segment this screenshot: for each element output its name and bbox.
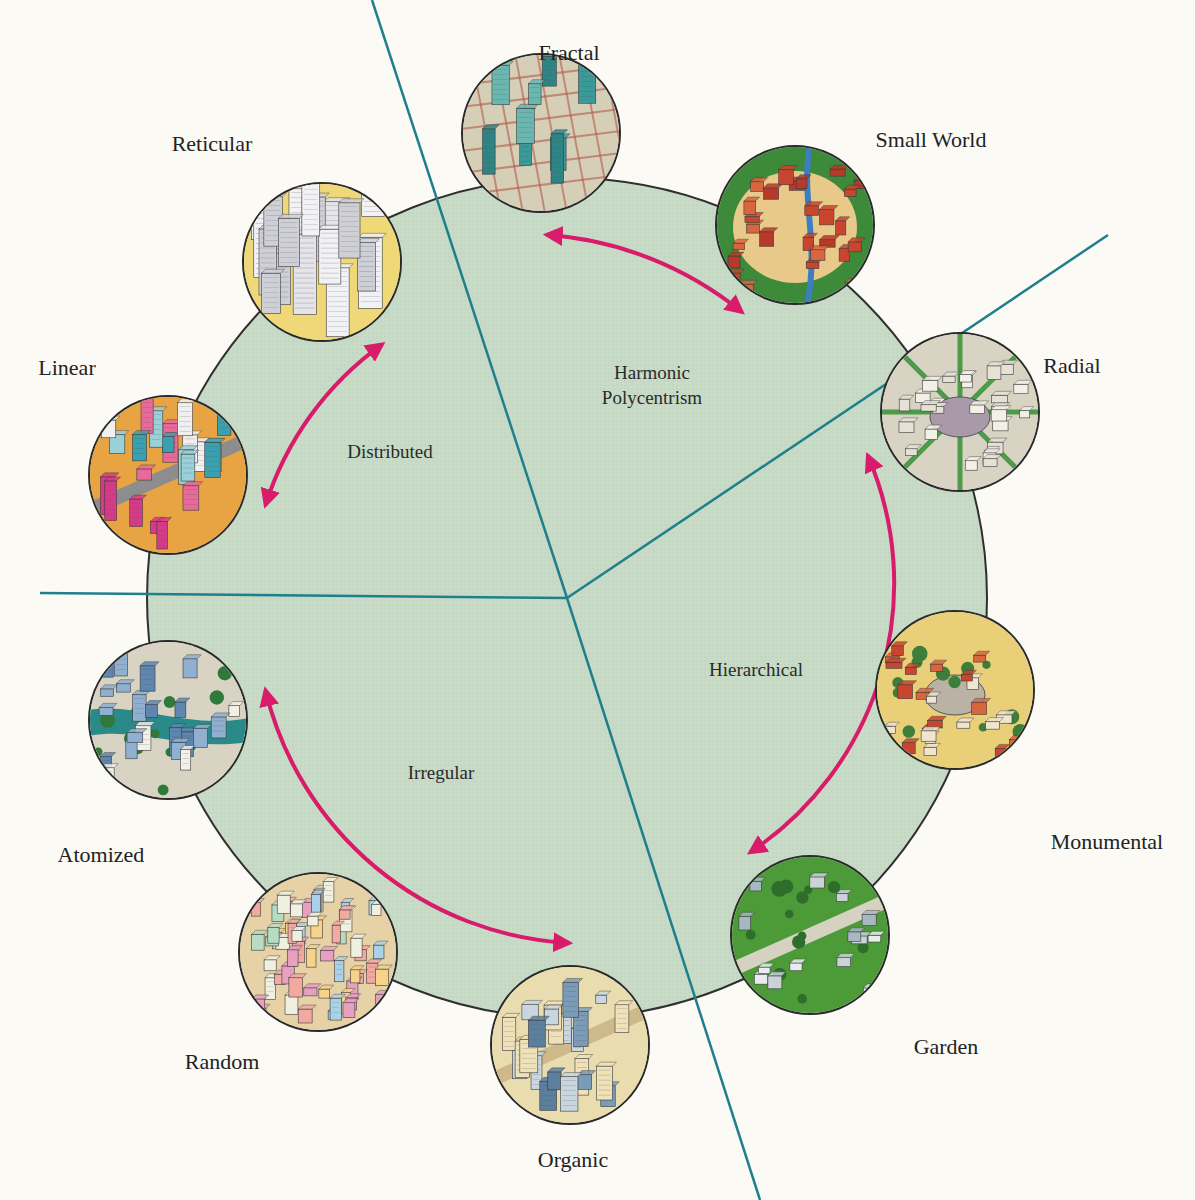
sector-label: Hierarchical <box>686 658 826 683</box>
city-art <box>732 857 888 1013</box>
city-circle: Random <box>238 872 398 1032</box>
city-art <box>882 334 1038 490</box>
city-illustration <box>88 640 248 800</box>
city-circle: Radial <box>880 332 1040 492</box>
city-art <box>90 642 246 798</box>
node-title: Monumental <box>1051 829 1163 855</box>
city-art <box>240 874 396 1030</box>
city-circle: Reticular <box>242 182 402 342</box>
city-illustration <box>242 182 402 342</box>
node-title: Linear <box>38 355 95 381</box>
city-art <box>877 612 1033 768</box>
node-title: Organic <box>538 1147 608 1173</box>
city-circle: Organic <box>490 965 650 1125</box>
node-title: Garden <box>914 1034 979 1060</box>
city-art <box>717 147 873 303</box>
node-title: Atomized <box>58 842 145 868</box>
city-illustration <box>730 855 890 1015</box>
city-circle: Fractal <box>461 53 621 213</box>
sector-label: Irregular <box>381 761 501 786</box>
city-illustration <box>490 965 650 1125</box>
city-art <box>463 55 619 211</box>
city-circle: Garden <box>730 855 890 1015</box>
double-arrow <box>547 235 742 312</box>
city-art <box>492 967 648 1123</box>
city-illustration <box>88 395 248 555</box>
city-illustration <box>238 872 398 1032</box>
node-title: Random <box>185 1049 260 1075</box>
city-circle: Atomized <box>88 640 248 800</box>
city-illustration <box>461 53 621 213</box>
sector-label: Harmonic Polycentrism <box>582 361 722 410</box>
node-title: Fractal <box>538 40 599 66</box>
city-illustration <box>715 145 875 305</box>
city-illustration <box>880 332 1040 492</box>
sector-label: Distributed <box>330 440 450 465</box>
double-arrow <box>266 344 383 505</box>
city-circle: Linear <box>88 395 248 555</box>
node-title: Reticular <box>172 131 253 157</box>
double-arrow <box>750 456 894 853</box>
node-title: Radial <box>1043 353 1100 379</box>
city-art <box>244 184 400 340</box>
city-art <box>90 397 246 553</box>
city-circle: Monumental <box>875 610 1035 770</box>
node-title: Small World <box>876 127 987 153</box>
double-arrow <box>266 690 570 943</box>
sector-dividers <box>40 0 1108 1200</box>
city-circle: Small World <box>715 145 875 305</box>
city-illustration <box>875 610 1035 770</box>
